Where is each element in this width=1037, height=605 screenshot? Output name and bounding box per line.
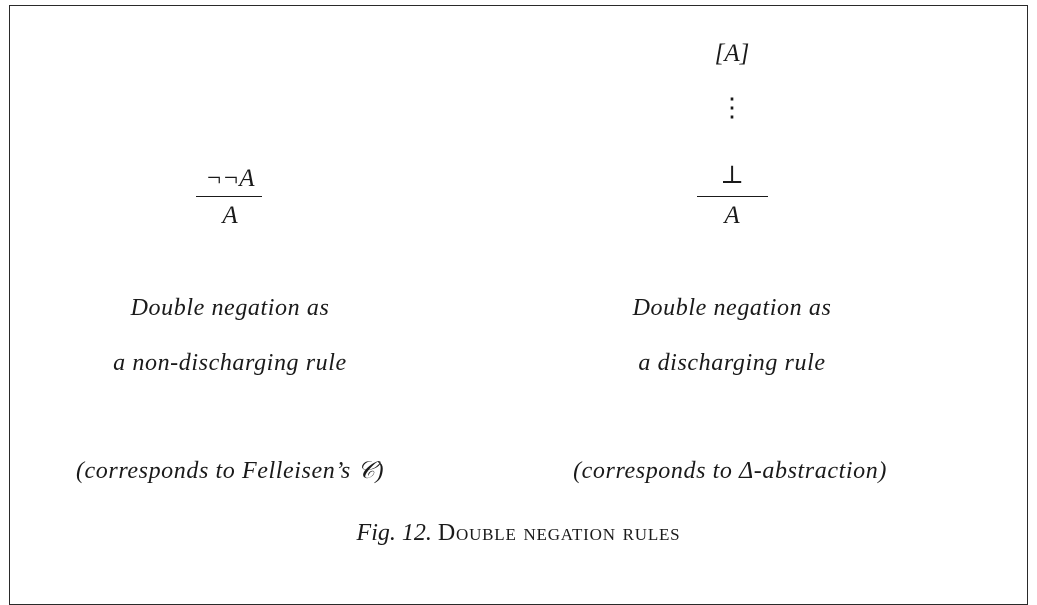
right-assumption: [A]	[714, 40, 750, 67]
figure-title: Double negation rules	[437, 520, 681, 546]
left-note: (corresponds to Felleisen’s 𝒞)	[75, 458, 385, 484]
left-conclusion: A	[222, 202, 238, 229]
right-note: (corresponds to Δ-abstraction)	[573, 458, 887, 484]
figure-number: Fig. 12.	[356, 520, 432, 546]
left-label-line1: Double negation as	[130, 295, 330, 321]
right-vertical-dots: ⋮	[719, 93, 745, 122]
right-premise: ⊥	[720, 162, 744, 189]
right-conclusion: A	[724, 202, 740, 229]
right-inference-line	[697, 196, 768, 197]
left-premise: ¬¬A	[205, 165, 255, 192]
right-label-line2: a discharging rule	[638, 350, 826, 376]
left-label-line2: a non-discharging rule	[113, 350, 347, 376]
right-label-line1: Double negation as	[632, 295, 832, 321]
figure-caption: Fig. 12. Double negation rules	[0, 520, 1037, 547]
left-inference-line	[196, 196, 262, 197]
